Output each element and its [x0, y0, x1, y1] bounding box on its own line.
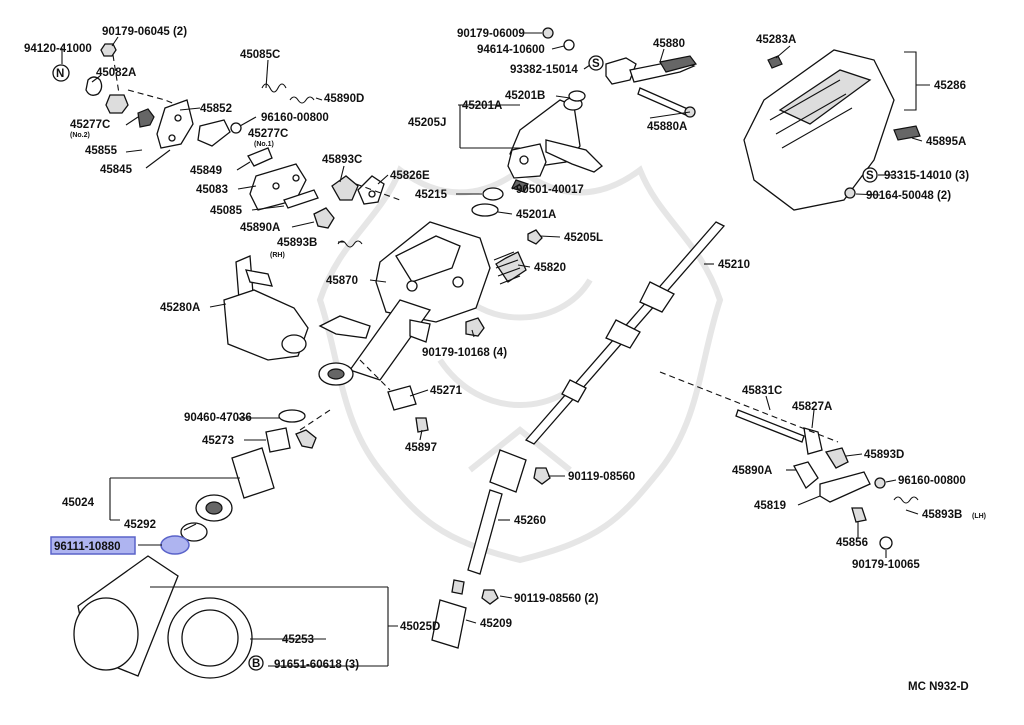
- label-90179-06009: 90179-06009: [457, 28, 525, 40]
- label-90179-10065: 90179-10065: [852, 559, 920, 571]
- label-45024: 45024: [62, 497, 95, 509]
- label-94614-10600: 94614-10600: [477, 44, 545, 56]
- label-45082a: 45082A: [96, 67, 136, 79]
- label-45893b-rh: 45893B: [277, 237, 317, 249]
- label-45890a-left: 45890A: [240, 222, 280, 234]
- label-45205l: 45205L: [564, 232, 603, 244]
- s-mark-2: S: [866, 170, 874, 182]
- part-labels: 94120-41000 90179-06045 (2) 45082A 45277…: [24, 26, 986, 693]
- label-45819: 45819: [754, 500, 786, 512]
- label-90179-10168: 90179-10168 (4): [422, 347, 507, 359]
- label-45292: 45292: [124, 519, 156, 531]
- label-45210: 45210: [718, 259, 750, 271]
- label-45855: 45855: [85, 145, 118, 157]
- label-45895a: 45895A: [926, 136, 966, 148]
- label-45893c: 45893C: [322, 154, 362, 166]
- tilt-lock-bracket: [223, 255, 309, 361]
- label-45890d: 45890D: [324, 93, 364, 105]
- label-45820: 45820: [534, 262, 566, 274]
- label-90119-08560-b: 90119-08560 (2): [514, 593, 599, 605]
- label-45893b-lh-sub: (LH): [972, 513, 986, 520]
- label-45826e: 45826E: [390, 170, 430, 182]
- label-45852: 45852: [200, 103, 232, 115]
- diagram-code: MC N932-D: [908, 681, 969, 693]
- label-45880a: 45880A: [647, 121, 687, 133]
- label-45849: 45849: [190, 165, 222, 177]
- label-45856: 45856: [836, 537, 868, 549]
- s-mark-1: S: [592, 58, 600, 70]
- label-96111-10880: 96111-10880: [54, 541, 121, 553]
- label-90501-40017: 90501-40017: [516, 184, 584, 196]
- label-93315-14010: 93315-14010 (3): [884, 170, 969, 182]
- label-45209: 45209: [480, 618, 512, 630]
- leader-lines: [61, 32, 930, 667]
- label-45083: 45083: [196, 184, 228, 196]
- label-45283a: 45283A: [756, 34, 796, 46]
- main-shaft: [524, 221, 726, 445]
- label-45201a-top: 45201A: [462, 100, 502, 112]
- label-45253: 45253: [282, 634, 314, 646]
- label-45893b-lh: 45893B: [922, 509, 962, 521]
- label-45845: 45845: [100, 164, 133, 176]
- reference-lines: [299, 183, 839, 443]
- label-45277c-no2-sub: (No.2): [70, 132, 90, 139]
- label-45201a-bottom: 45201A: [516, 209, 556, 221]
- column-clamp: [387, 385, 429, 433]
- boot-assembly: B: [73, 409, 317, 679]
- label-90460-47036: 90460-47036: [184, 412, 252, 424]
- label-91651-60618: 91651-60618 (3): [274, 659, 359, 671]
- b-mark: B: [252, 658, 260, 670]
- lock-lever-assembly-right: [735, 409, 919, 550]
- label-45273: 45273: [202, 435, 234, 447]
- intermediate-shaft: [431, 449, 551, 649]
- label-94120-41000: 94120-41000: [24, 43, 92, 55]
- label-45893d: 45893D: [864, 449, 904, 461]
- label-90164-50048: 90164-50048 (2): [866, 190, 951, 202]
- label-45890a-right: 45890A: [732, 465, 772, 477]
- label-45025d: 45025D: [400, 621, 440, 633]
- label-45271: 45271: [430, 385, 463, 397]
- label-45831c: 45831C: [742, 385, 782, 397]
- label-45215: 45215: [415, 189, 448, 201]
- label-45085c: 45085C: [240, 49, 280, 61]
- label-45277c-no2: 45277C: [70, 119, 110, 131]
- label-96160-00800-top: 96160-00800: [261, 112, 329, 124]
- tilt-lever-assembly: S: [471, 27, 698, 217]
- label-45277c-no1-sub: (No.1): [254, 141, 274, 148]
- label-45880: 45880: [653, 38, 685, 50]
- label-45893b-rh-sub: (RH): [270, 252, 285, 259]
- highlight-box-96111: [50, 536, 136, 555]
- n-mark: N: [56, 68, 64, 80]
- label-45205j: 45205J: [408, 117, 446, 129]
- label-93382-15014: 93382-15014: [510, 64, 578, 76]
- label-45260: 45260: [514, 515, 546, 527]
- label-45277c-no1: 45277C: [248, 128, 288, 140]
- label-45085: 45085: [210, 205, 243, 217]
- label-45897: 45897: [405, 442, 437, 454]
- highlighted-part-96111-10880: [160, 535, 190, 555]
- label-45827a: 45827A: [792, 401, 832, 413]
- label-45201b: 45201B: [505, 90, 545, 102]
- column-housing: [318, 221, 543, 386]
- label-96160-00800-right: 96160-00800: [898, 475, 966, 487]
- label-45280a: 45280A: [160, 302, 200, 314]
- label-90179-06045: 90179-06045 (2): [102, 26, 187, 38]
- label-45286: 45286: [934, 80, 966, 92]
- label-45870: 45870: [326, 275, 358, 287]
- label-90119-08560-a: 90119-08560: [568, 471, 635, 483]
- column-cover: S: [743, 49, 921, 211]
- bracket-assembly-left: N: [52, 43, 385, 248]
